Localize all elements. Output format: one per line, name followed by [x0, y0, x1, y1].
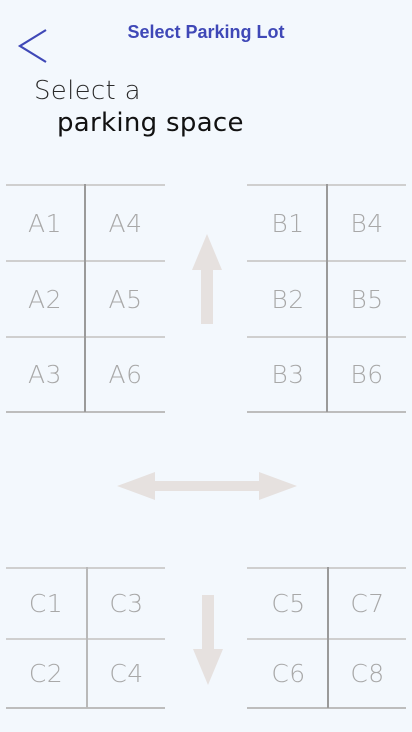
lot-c-right-line — [247, 638, 406, 640]
parking-slot-b2[interactable]: B2 — [271, 284, 305, 314]
back-arrow-icon — [17, 29, 47, 63]
parking-slot-a1[interactable]: A1 — [27, 208, 62, 238]
parking-slot-a6[interactable]: A6 — [108, 360, 143, 389]
down-arrow-icon — [193, 595, 223, 685]
heading-line-1: Select a — [34, 76, 141, 106]
page-title: Select Parking Lot — [127, 22, 285, 42]
parking-slot-a3[interactable]: A3 — [27, 360, 62, 389]
lot-c-right-line — [247, 707, 406, 709]
lot-c-right-divider — [327, 567, 329, 708]
heading-line-2: parking space — [57, 108, 244, 138]
lot-c-line — [6, 707, 165, 709]
parking-slot-c8[interactable]: C8 — [350, 659, 385, 688]
lot-c-divider — [86, 567, 88, 708]
parking-slot-b3[interactable]: B3 — [271, 360, 305, 389]
parking-slot-c4[interactable]: C4 — [109, 659, 144, 688]
parking-slot-c3[interactable]: C3 — [109, 589, 144, 618]
parking-slot-c1[interactable]: C1 — [28, 589, 64, 618]
back-button[interactable] — [16, 26, 50, 66]
parking-slot-b1[interactable]: B1 — [271, 208, 305, 238]
parking-slot-a2[interactable]: A2 — [27, 284, 62, 314]
parking-slot-c5[interactable]: C5 — [271, 589, 306, 618]
parking-slot-c7[interactable]: C7 — [350, 589, 385, 618]
parking-slot-c6[interactable]: C6 — [271, 659, 306, 688]
parking-slot-c2[interactable]: C2 — [28, 659, 64, 688]
lot-b-divider — [326, 184, 328, 412]
lot-a-divider — [84, 184, 86, 412]
lot-c-right-line — [247, 567, 406, 569]
parking-slot-b6[interactable]: B6 — [350, 360, 384, 389]
left-right-arrow-icon — [117, 472, 297, 500]
parking-slot-b4[interactable]: B4 — [350, 208, 384, 238]
up-arrow-icon — [192, 234, 222, 324]
parking-slot-a4[interactable]: A4 — [108, 208, 143, 238]
parking-slot-b5[interactable]: B5 — [350, 284, 384, 314]
lot-a-line — [6, 411, 165, 413]
lot-b-line — [247, 411, 406, 413]
parking-slot-a5[interactable]: A5 — [108, 284, 143, 314]
lot-c-line — [6, 638, 165, 640]
lot-c-line — [6, 567, 165, 569]
